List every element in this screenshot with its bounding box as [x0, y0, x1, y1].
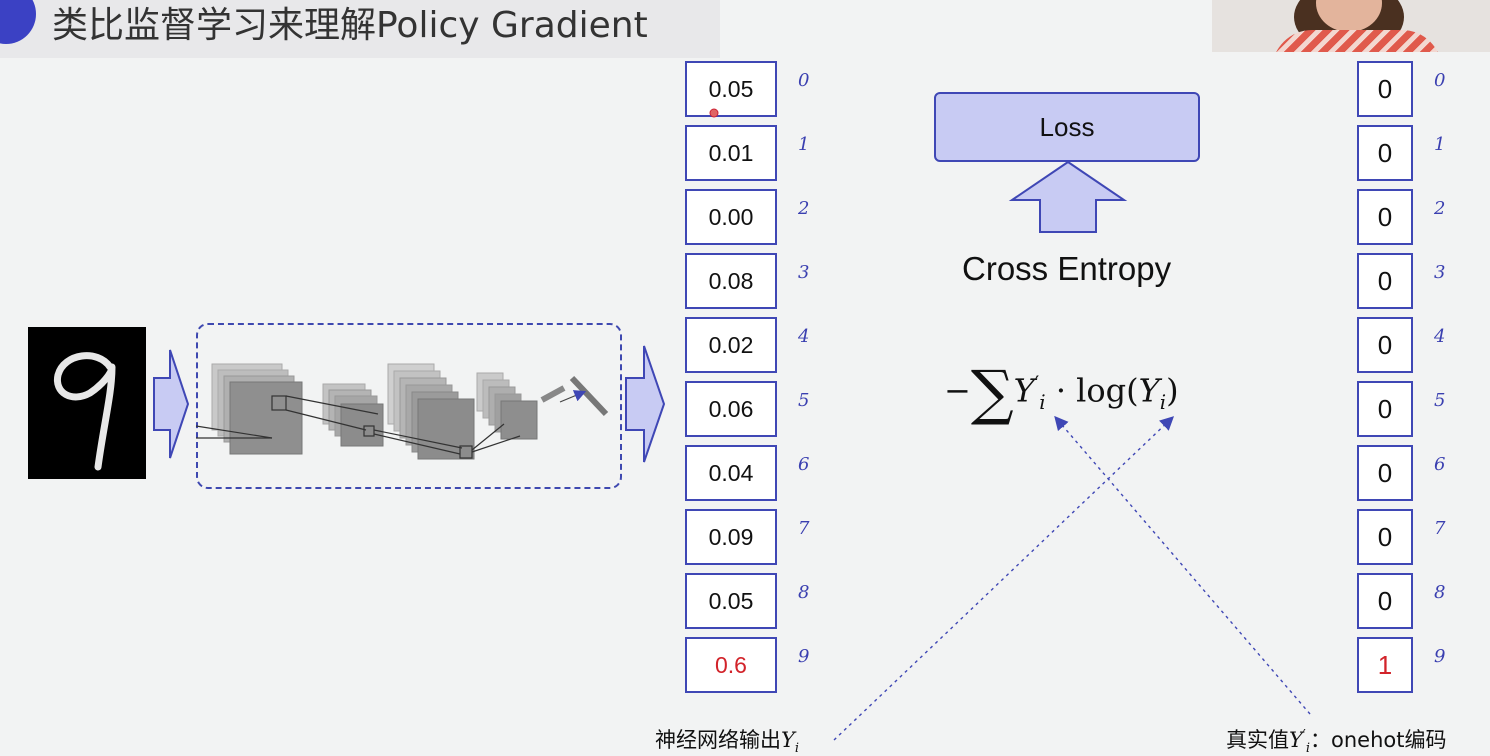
prediction-index-label: 1	[798, 134, 810, 155]
prediction-index-label: 0	[798, 70, 810, 91]
truth-index-label: 8	[1434, 582, 1446, 603]
ground-truth-cell: 0	[1357, 317, 1413, 373]
formula-y-prime: Y	[1013, 371, 1035, 410]
truth-caption-prime: ′	[1302, 728, 1306, 743]
prediction-caption: 神经网络输出Yi	[655, 724, 799, 756]
prediction-cell: 0.01	[685, 125, 777, 181]
truth-index-label: 3	[1434, 262, 1446, 283]
truth-index-label: 7	[1434, 518, 1446, 539]
cnn-layer-1	[211, 363, 303, 455]
truth-index-label: 1	[1434, 134, 1446, 155]
prediction-caption-text: 神经网络输出	[655, 728, 781, 752]
ground-truth-cell: 0	[1357, 445, 1413, 501]
formula-y-subscript: i	[1159, 391, 1167, 415]
cross-entropy-formula: −∑Y′i · log(Yi)	[944, 354, 1179, 433]
ground-truth-cell: 0	[1357, 509, 1413, 565]
presenter-shirt	[1272, 30, 1442, 52]
truth-index-label: 6	[1434, 454, 1446, 475]
truth-index-label: 4	[1434, 326, 1446, 347]
truth-caption-text: 真实值	[1226, 728, 1289, 752]
formula-close-paren: )	[1166, 371, 1179, 410]
title-band	[0, 0, 720, 58]
cnn-layer-3	[387, 363, 475, 460]
prediction-index-label: 9	[798, 646, 810, 667]
ground-truth-cell: 0	[1357, 253, 1413, 309]
ground-truth-cell: 1	[1357, 637, 1413, 693]
cnn-connection-lines	[195, 395, 521, 459]
formula-y: Y	[1138, 371, 1160, 410]
cnn-fully-connected	[540, 375, 609, 417]
formula-minus: −	[944, 371, 971, 410]
truth-caption-suffix: ：onehot编码	[1310, 728, 1447, 752]
prediction-index-label: 8	[798, 582, 810, 603]
webcam-overlay	[1212, 0, 1490, 52]
prediction-cell: 0.04	[685, 445, 777, 501]
ground-truth-cell: 0	[1357, 573, 1413, 629]
formula-dot-log: · log(	[1045, 371, 1139, 410]
prediction-cell: 0.05	[685, 573, 777, 629]
prediction-index-label: 7	[798, 518, 810, 539]
prediction-cell: 0.02	[685, 317, 777, 373]
truth-index-label: 9	[1434, 646, 1446, 667]
prediction-index-label: 6	[798, 454, 810, 475]
cnn-layers	[195, 363, 609, 460]
up-arrow-icon	[1008, 160, 1128, 233]
prediction-caption-sub: i	[794, 741, 800, 756]
loss-box: Loss	[934, 92, 1200, 162]
dashed-connectors	[833, 415, 1311, 741]
prediction-cell: 0.08	[685, 253, 777, 309]
input-arrow-icon	[153, 349, 190, 459]
sum-symbol: ∑	[970, 358, 1014, 429]
cnn-layer-4	[476, 372, 538, 440]
handwritten-digit-nine	[53, 352, 116, 471]
output-arrow-icon	[625, 345, 666, 463]
prediction-index-label: 2	[798, 198, 810, 219]
ground-truth-cell: 0	[1357, 125, 1413, 181]
prediction-cell: 0.09	[685, 509, 777, 565]
ground-truth-cell: 0	[1357, 61, 1413, 117]
cnn-model-box	[196, 323, 622, 489]
ground-truth-cell: 0	[1357, 189, 1413, 245]
prediction-index-label: 5	[798, 390, 810, 411]
prediction-cell: 0.06	[685, 381, 777, 437]
prediction-index-label: 3	[798, 262, 810, 283]
prediction-cell: 0.6	[685, 637, 777, 693]
prediction-caption-var: Y	[781, 728, 795, 752]
formula-y-prime-subscript: i	[1039, 391, 1046, 415]
ground-truth-cell: 0	[1357, 381, 1413, 437]
cross-entropy-label: Cross Entropy	[962, 250, 1172, 287]
truth-index-label: 5	[1434, 390, 1446, 411]
cnn-layer-2	[322, 383, 384, 447]
formula-prime-mark: ′	[1034, 372, 1040, 395]
truth-caption: 真实值Y′i：onehot编码	[1226, 724, 1447, 756]
pointer-marker	[709, 108, 719, 118]
truth-caption-sub: i	[1305, 741, 1311, 756]
prediction-cell: 0.05	[685, 61, 777, 117]
truth-caption-var: Y	[1289, 728, 1303, 752]
page-title: 类比监督学习来理解Policy Gradient	[52, 5, 648, 46]
prediction-index-label: 4	[798, 326, 810, 347]
prediction-cell: 0.00	[685, 189, 777, 245]
truth-to-formula-arrow	[1054, 415, 1311, 715]
mnist-digit-image	[28, 327, 146, 479]
prediction-to-formula-arrow	[833, 416, 1175, 741]
right-arrows	[153, 160, 1128, 463]
truth-index-label: 0	[1434, 70, 1446, 91]
loss-label: Loss	[1039, 111, 1095, 142]
truth-index-label: 2	[1434, 198, 1446, 219]
